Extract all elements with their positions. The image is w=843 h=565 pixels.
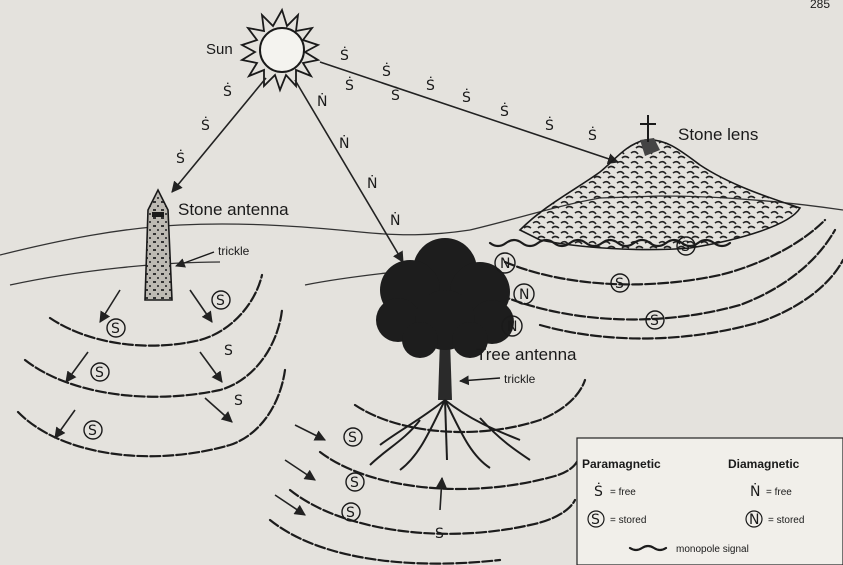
ray-right-free-s-2: Ṡ (345, 76, 354, 94)
tree-plain-s: S (435, 526, 444, 542)
svg-text:N: N (507, 319, 517, 335)
tree-trickle-arrow (460, 378, 500, 381)
stone-stored-s-1: S (107, 319, 125, 337)
ray-right-free-s-9: Ṡ (588, 126, 597, 144)
legend-para-header: Paramagnetic (582, 457, 661, 471)
tree-wave-1 (355, 380, 585, 432)
ray-right-free-s-3: Ṡ (382, 62, 391, 80)
ray-right-free-s-1: Ṡ (340, 46, 349, 64)
stone-trickle-arrow (176, 252, 214, 266)
legend-para-free-text: = free (610, 487, 636, 498)
stone-flow-arrow-3 (66, 352, 88, 382)
svg-text:S: S (650, 313, 659, 329)
tree-stored-s-2: S (346, 473, 364, 491)
stone-plain-s-2: S (234, 393, 243, 409)
svg-text:S: S (591, 512, 600, 528)
ray-right-free-s-4: Ṡ (391, 86, 400, 104)
svg-text:N: N (749, 512, 759, 528)
ground-line-lower-left (10, 262, 220, 285)
sun (242, 10, 318, 90)
ray-sun-to-stone-antenna (172, 78, 266, 192)
legend-para-stored-text: = stored (610, 515, 646, 526)
tree-wave-3 (290, 490, 575, 534)
svg-text:S: S (346, 505, 355, 521)
stone-lens-wave-4 (540, 260, 843, 339)
svg-text:N: N (500, 256, 510, 272)
legend-signal-text: monopole signal (676, 544, 749, 555)
stone-lens-mountain (520, 138, 800, 250)
page-number: 285 (810, 0, 830, 11)
tree-wave-4 (270, 520, 500, 564)
ray-left-free-s-2: Ṡ (201, 116, 210, 134)
stone-stored-s-4: S (84, 421, 102, 439)
tree-antenna-label: Tree antenna (476, 345, 577, 364)
stone-flow-arrow-5 (55, 410, 75, 438)
sun-rays (242, 10, 318, 90)
svg-text:N: N (519, 287, 529, 303)
cross-icon (640, 115, 656, 142)
ray-sun-to-tree (295, 80, 403, 262)
tree-flow-arrow-2 (285, 460, 315, 480)
sun-label: Sun (206, 41, 233, 58)
ray-mid-free-n-4: Ṅ (390, 211, 400, 229)
stone-flow-arrow-1 (100, 290, 120, 322)
ray-right-free-s-5: Ṡ (426, 76, 435, 94)
tree-trickle-label: trickle (504, 372, 536, 386)
stone-trickle-label: trickle (218, 244, 250, 258)
stone-flow-arrow-6 (205, 398, 232, 422)
stone-antenna-wave-2 (25, 310, 282, 397)
ray-right-free-s-7: Ṡ (500, 102, 509, 120)
ray-mid-free-n-1: Ṅ (317, 92, 327, 110)
stone-stored-s-3: S (91, 363, 109, 381)
stone-antenna-wave-3 (18, 370, 285, 456)
legend-dia-free-symbol: Ṅ (750, 482, 760, 500)
ray-right-free-s-6: Ṡ (462, 88, 471, 106)
ray-right-free-s-8: Ṡ (545, 116, 554, 134)
tree-stored-n-1: N (495, 253, 515, 273)
tree-stored-s-3: S (342, 503, 360, 521)
ray-left-free-s-3: Ṡ (176, 149, 185, 167)
legend-dia-free-text: = free (766, 487, 792, 498)
tree-wave-2 (320, 450, 580, 489)
svg-text:S: S (88, 423, 97, 439)
stone-antenna-tower (145, 190, 172, 300)
stone-flow-arrow-4 (200, 352, 222, 382)
legend-dia-stored-text: = stored (768, 515, 804, 526)
svg-text:S: S (111, 321, 120, 337)
ray-mid-free-n-2: Ṅ (339, 134, 349, 152)
tree-stored-n-2: N (514, 284, 534, 304)
svg-text:S: S (348, 430, 357, 446)
svg-text:S: S (350, 475, 359, 491)
tree-stored-s-1: S (344, 428, 362, 446)
ray-mid-free-n-3: Ṅ (367, 174, 377, 192)
ray-left-free-s-1: Ṡ (223, 82, 232, 100)
ray-sun-to-stone-lens (320, 62, 618, 162)
tree-flow-arrow-up (440, 478, 442, 510)
stone-flow-arrow-2 (190, 290, 212, 322)
tree-flow-arrow-1 (295, 425, 325, 440)
legend-dia-header: Diamagnetic (728, 457, 800, 471)
stone-lens-label: Stone lens (678, 125, 758, 144)
stone-plain-s-1: S (224, 343, 233, 359)
svg-text:S: S (681, 239, 690, 255)
svg-text:S: S (615, 276, 624, 292)
legend: Paramagnetic Diamagnetic Ṡ = free Ṅ = fr… (577, 438, 843, 565)
legend-para-free-symbol: Ṡ (594, 482, 603, 500)
svg-text:S: S (216, 293, 225, 309)
stone-antenna-label: Stone antenna (178, 200, 289, 219)
stone-stored-s-2: S (212, 291, 230, 309)
svg-text:S: S (95, 365, 104, 381)
